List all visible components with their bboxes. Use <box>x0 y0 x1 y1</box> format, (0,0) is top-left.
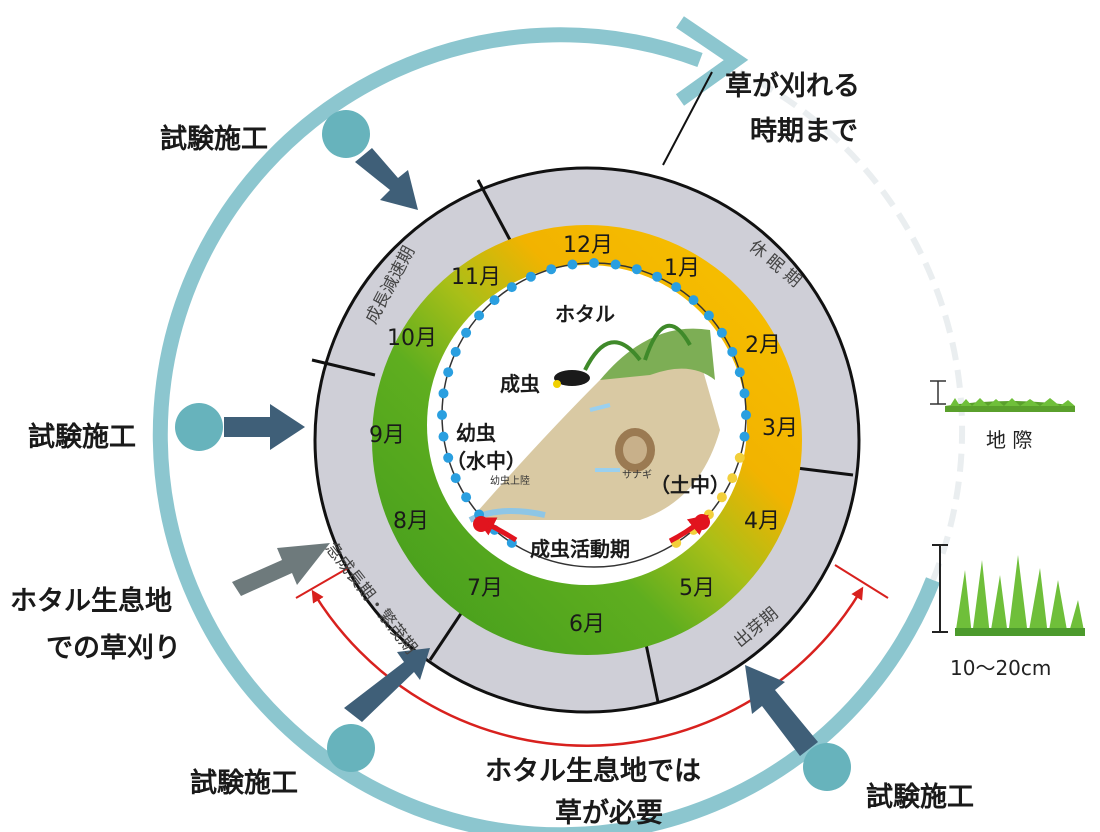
month-4: 4月 <box>744 509 780 534</box>
larva-dot <box>506 282 517 293</box>
trial-arrows <box>224 148 818 756</box>
trial-node-left <box>175 403 223 451</box>
larva-dot <box>734 367 745 378</box>
ground-level-label: 地 際 <box>986 428 1032 452</box>
month-1: 1月 <box>664 256 700 281</box>
larva-dot <box>741 410 751 420</box>
grass-short-illustration <box>930 380 1075 412</box>
adult-firefly-icon <box>554 370 590 386</box>
firefly-need-line2: 草が必要 <box>555 797 663 829</box>
larva-dot <box>489 295 500 306</box>
larva-dot <box>437 410 447 420</box>
pupa-dot <box>727 473 738 484</box>
top-right-label-line2: 時期まで <box>750 116 858 147</box>
month-8: 8月 <box>393 509 429 534</box>
month-5: 5月 <box>679 576 715 601</box>
month-11: 11月 <box>451 265 501 290</box>
cutting-arrow <box>232 543 330 596</box>
outer-cycle-faint <box>738 69 966 582</box>
larva-dot <box>610 259 621 270</box>
height-range-label: 10～20cm <box>950 656 1051 680</box>
larva-dot <box>546 264 557 275</box>
larva-dot <box>589 258 599 268</box>
larva-dot <box>567 259 578 270</box>
top-right-leader-line <box>662 71 713 166</box>
outer-cycle-path <box>152 27 940 832</box>
month-2: 2月 <box>745 333 781 358</box>
need-grass-tick-left <box>295 567 349 599</box>
month-9: 9月 <box>369 423 405 448</box>
adult-active-label: 成虫活動期 <box>530 537 630 561</box>
trial-node-bottom-right <box>803 743 851 791</box>
larva-label-line1: 幼虫 <box>456 421 496 445</box>
month-10: 10月 <box>387 326 437 351</box>
larva-dot <box>525 271 536 282</box>
adult-label: 成虫 <box>500 372 540 396</box>
larva-dot <box>461 327 472 338</box>
larva-dot <box>652 271 663 282</box>
larva-dot <box>443 367 454 378</box>
trial-label-bottom-right: 試験施工 <box>866 781 974 813</box>
lifecycle-illustration <box>468 323 720 523</box>
firefly-cut-line2: での草刈り <box>46 633 181 664</box>
trial-label-bottom-left: 試験施工 <box>190 767 298 799</box>
firefly-need-line1: ホタル生息地では <box>485 755 701 787</box>
larva-dot <box>438 388 449 399</box>
month-7: 7月 <box>467 576 503 601</box>
larva-dot <box>727 346 738 357</box>
firefly-cut-line1: ホタル生息地 <box>10 585 172 617</box>
larva-dot <box>716 327 727 338</box>
grass-tall-illustration <box>932 544 1085 636</box>
top-right-label-line1: 草が刈れる <box>725 70 860 102</box>
larva-dot <box>688 295 699 306</box>
month-3: 3月 <box>762 416 798 441</box>
pupa-dot <box>734 452 745 463</box>
larva-dot <box>438 431 449 442</box>
pupa-dot <box>716 492 727 503</box>
trial-label-left: 試験施工 <box>28 421 136 453</box>
larva-dot <box>739 431 750 442</box>
month-12: 12月 <box>563 233 613 258</box>
adult-start-dot <box>473 516 489 532</box>
larva-dot <box>739 388 750 399</box>
larva-dot <box>461 492 472 503</box>
cycle-chevron-icon <box>675 16 749 106</box>
larva-dot <box>703 310 714 321</box>
month-6: 6月 <box>569 612 605 637</box>
firefly-label: ホタル <box>555 302 615 326</box>
trial-label-top: 試験施工 <box>160 123 268 155</box>
larva-dot <box>631 264 642 275</box>
larva-label-line2: （水中） <box>446 449 526 473</box>
soil-label: （土中） <box>650 473 730 497</box>
need-grass-arc <box>311 586 864 747</box>
larva-dot <box>450 346 461 357</box>
pupa-small-label: サナギ <box>622 469 652 481</box>
adult-end-dot <box>694 514 710 530</box>
larva-dot <box>474 310 485 321</box>
trial-node-bottom-left <box>327 724 375 772</box>
trial-node-top <box>322 110 370 158</box>
larva-dot <box>671 282 682 293</box>
need-grass-tick-right <box>834 564 889 599</box>
landing-small-label: 幼虫上陸 <box>490 474 530 487</box>
larva-dot <box>443 452 454 463</box>
larva-dot <box>450 473 461 484</box>
